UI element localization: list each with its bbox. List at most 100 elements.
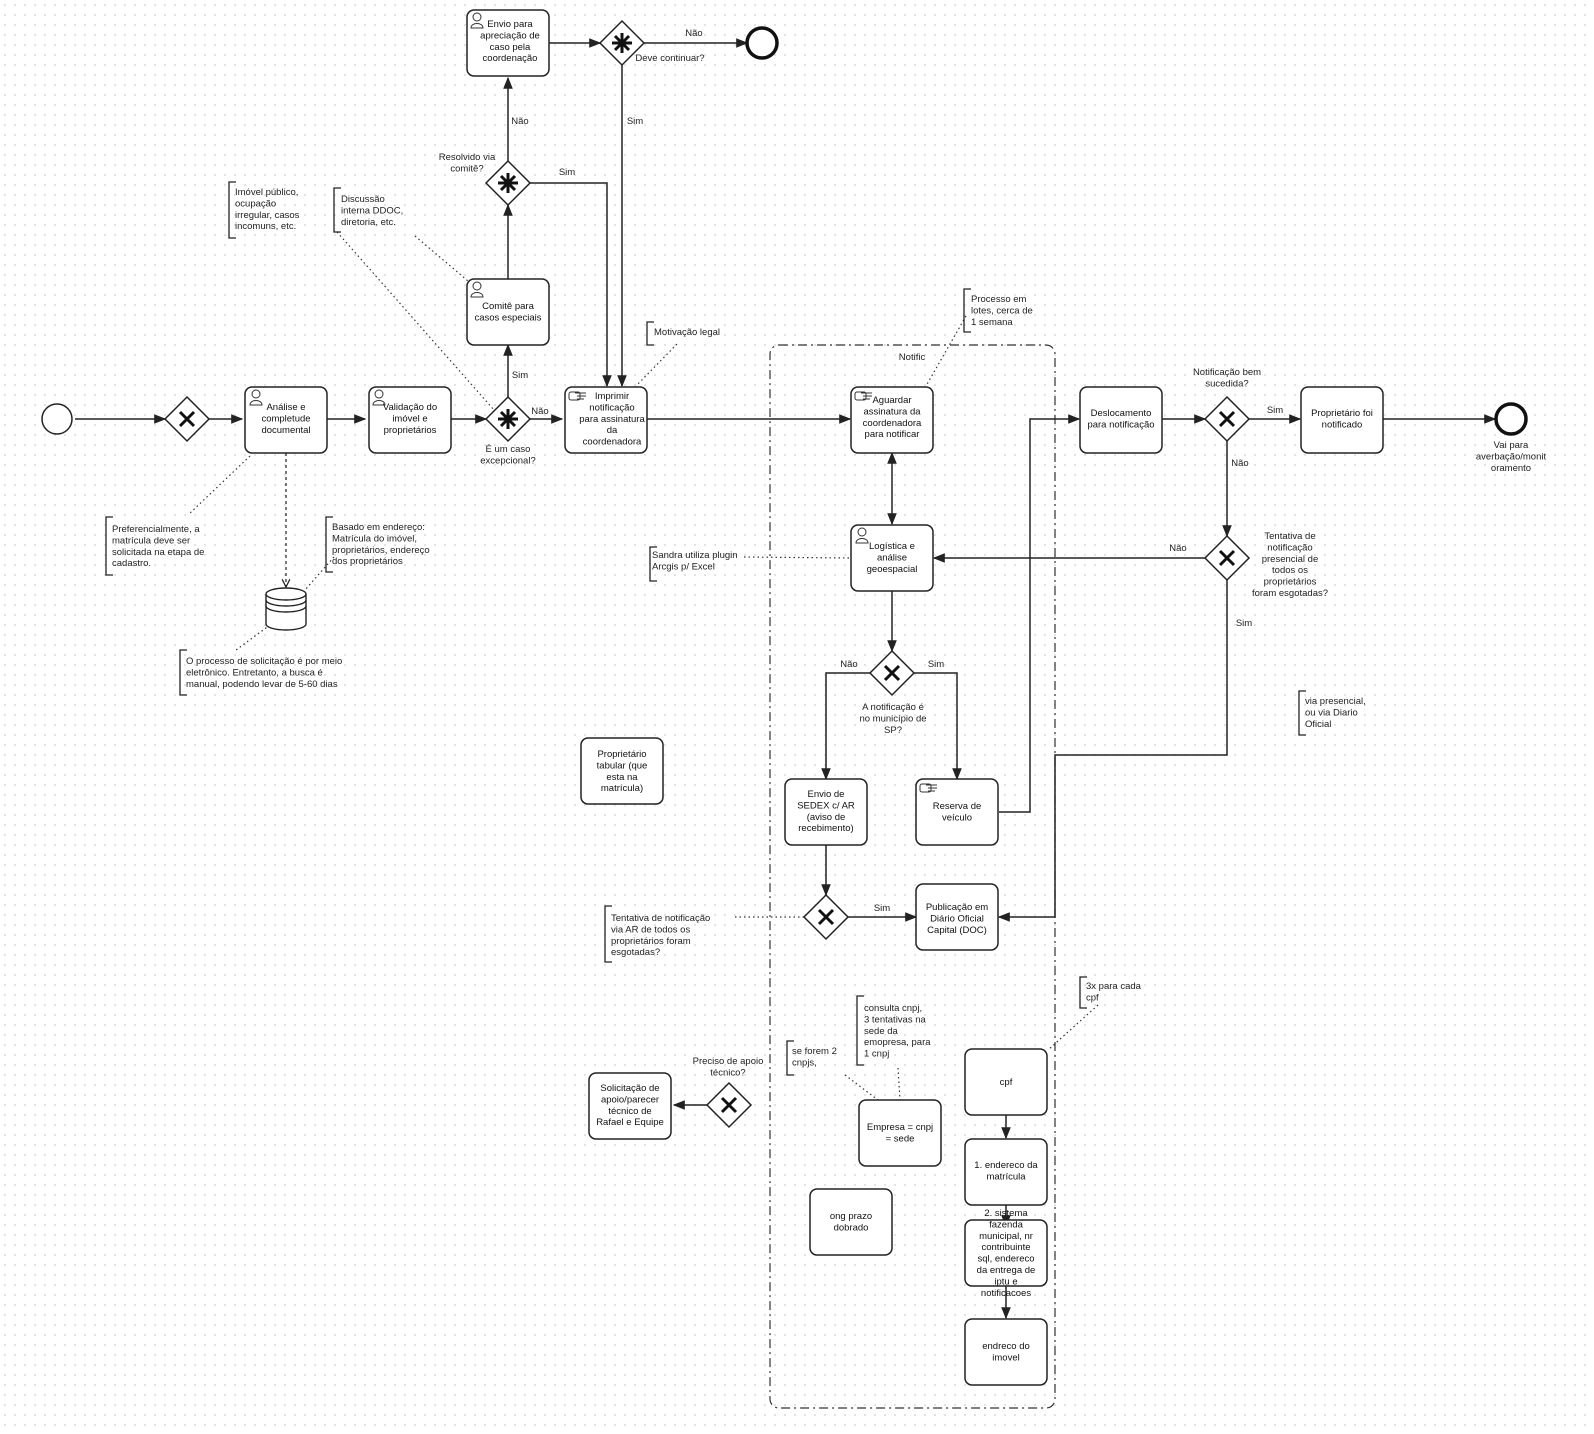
- text-line: coordenadora: [863, 418, 922, 429]
- text-line: se forem 2: [792, 1046, 837, 1057]
- text-line: imovel: [992, 1352, 1019, 1363]
- x-icon: [883, 664, 901, 682]
- text-line: Rafael e Equipe: [596, 1117, 664, 1128]
- asterisk-icon: [498, 409, 518, 429]
- text-line: 3 tentativas na: [864, 1014, 927, 1025]
- svg-text:Não: Não: [1231, 458, 1248, 469]
- task-empresa[interactable]: Empresa = cnpj= sede: [858, 1099, 942, 1167]
- text-line: veículo: [942, 812, 972, 823]
- annotation-associations: [187, 231, 1099, 1101]
- text-line: proprietários: [384, 425, 437, 436]
- text-line: no município de: [859, 713, 926, 724]
- group-notific-label: Notific: [899, 352, 926, 363]
- text-line: para notificar: [865, 429, 920, 440]
- text-line: notificacoes: [981, 1288, 1031, 1299]
- svg-text:Basado em endereço:Matrícula d: Basado em endereço:Matrícula do imóvel,p…: [332, 522, 430, 567]
- text-line: contribuinte: [981, 1242, 1030, 1253]
- text-line: Preciso de apoio: [693, 1056, 764, 1067]
- text-line: documental: [261, 425, 310, 436]
- text-line: Imóvel público,: [235, 187, 298, 198]
- text-line: Vai para: [1494, 440, 1529, 451]
- text-line: Tentativa de: [1264, 531, 1315, 542]
- text-line: técnico de: [608, 1106, 651, 1117]
- text-line: endreco do: [982, 1341, 1030, 1352]
- text-line: 3x para cada: [1086, 981, 1142, 992]
- text-line: solicitada na etapa de: [112, 547, 204, 558]
- text-line: Aguardar: [872, 395, 911, 406]
- text-line: cadastro.: [112, 558, 151, 569]
- text-line: proprietários foram: [611, 936, 691, 947]
- text-line: Diário Oficial: [930, 913, 984, 924]
- task-cpf[interactable]: cpf: [964, 1048, 1048, 1116]
- svg-text:Não: Não: [511, 116, 528, 127]
- text-line: coordenadora: [583, 437, 642, 448]
- text-line: esta na: [606, 772, 638, 783]
- text-line: notificação: [589, 402, 634, 413]
- text-line: 1. endereco da: [974, 1160, 1038, 1171]
- text-line: sede da: [864, 1026, 899, 1037]
- text-line: tabular (que: [597, 760, 648, 771]
- text-line: Envio de: [808, 789, 845, 800]
- text-line: Deslocamento: [1091, 408, 1152, 419]
- text-line: O processo de solicitação é por meio: [186, 656, 342, 667]
- text-line: emopresa, para: [864, 1037, 931, 1048]
- text-line: Proprietário: [597, 749, 646, 760]
- end-event-archive: [745, 26, 779, 60]
- user-icon: [470, 281, 484, 298]
- text-line: para assinatura: [579, 414, 645, 425]
- text-line: oramento: [1491, 463, 1531, 474]
- text-line: cpf: [1086, 992, 1099, 1003]
- text-line: fazenda: [989, 1219, 1024, 1230]
- text-line: todos os: [1272, 565, 1308, 576]
- svg-text:Sim: Sim: [1236, 618, 1252, 629]
- text-line: 1 cnpj: [864, 1049, 889, 1060]
- text-line: Discussão: [341, 194, 385, 205]
- text-line: Basado em endereço:: [332, 522, 425, 533]
- text-line: ocupação: [235, 198, 276, 209]
- text-line: Matrícula do imóvel,: [332, 533, 417, 544]
- text-line: proprietários: [1264, 577, 1317, 588]
- text-line: ong prazo: [830, 1211, 872, 1222]
